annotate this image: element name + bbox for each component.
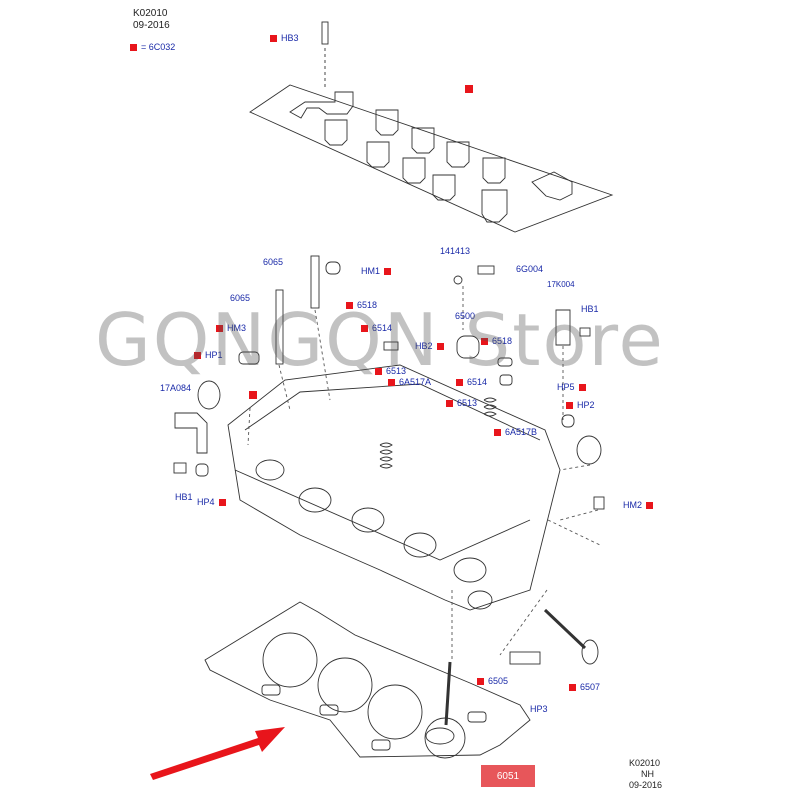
callout-hp3[interactable]: HP3 xyxy=(530,704,548,714)
callout-hm2[interactable]: HM2 xyxy=(623,500,654,510)
red-marker-icon xyxy=(578,383,586,391)
callout-hp4[interactable]: HP4 xyxy=(197,497,226,507)
red-marker-icon xyxy=(216,324,223,332)
callout-6a517b[interactable]: 6A517B xyxy=(494,427,537,437)
part-6g004 xyxy=(477,265,495,275)
part-hm1 xyxy=(325,261,341,275)
spring-6513 xyxy=(379,442,393,469)
diagram-code: K02010 xyxy=(133,8,168,19)
bolt-hb3 xyxy=(321,21,329,45)
part-hb2 xyxy=(383,341,399,351)
callout-17a084[interactable]: 17A084 xyxy=(160,383,192,393)
callout-6513-left[interactable]: 6513 xyxy=(375,366,406,376)
callout-6507[interactable]: 6507 xyxy=(569,682,600,692)
red-arrow-icon xyxy=(150,727,285,780)
diagram-date: 09-2016 xyxy=(133,20,170,31)
callout-141413[interactable]: 141413 xyxy=(440,246,471,256)
callout-6518-right[interactable]: 6518 xyxy=(481,336,512,346)
red-marker-icon xyxy=(375,367,382,375)
red-marker-icon xyxy=(388,378,395,386)
callout-hp1[interactable]: HP1 xyxy=(194,350,223,360)
callout-6500[interactable]: 6500 xyxy=(455,311,476,321)
part-hm2 xyxy=(593,496,605,510)
callout-hp2[interactable]: HP2 xyxy=(566,400,595,410)
store-watermark: GQNGQN Store xyxy=(95,298,665,382)
highlighted-part-6051[interactable]: 6051 xyxy=(481,765,535,787)
footer-date: 09-2016 xyxy=(629,780,663,790)
red-marker-icon xyxy=(130,43,137,51)
part-hb1-right xyxy=(579,327,591,337)
legend-text: = 6C032 xyxy=(141,42,176,52)
callout-6505[interactable]: 6505 xyxy=(477,676,508,686)
header: K02010 09-2016 xyxy=(133,8,170,32)
legend: = 6C032 xyxy=(130,42,175,52)
part-6514-right xyxy=(499,374,513,386)
head-gasket-6051 xyxy=(204,601,531,758)
callout-6g004[interactable]: 6G004 xyxy=(516,264,544,274)
footer-code: K02010 xyxy=(629,758,661,768)
red-marker-icon xyxy=(361,324,368,332)
red-marker-icon xyxy=(569,683,576,691)
callout-hb2[interactable]: HB2 xyxy=(415,341,444,351)
part-17k004 xyxy=(555,309,571,346)
red-marker-icon xyxy=(494,428,501,436)
red-marker-icon xyxy=(346,301,353,309)
red-marker-icon xyxy=(218,498,226,506)
bolt-6065-a xyxy=(310,255,320,309)
callout-hb1-right[interactable]: HB1 xyxy=(581,304,599,314)
callout-6a517a[interactable]: 6A517A xyxy=(388,377,431,387)
part-hp2 xyxy=(561,414,575,428)
head-marker xyxy=(249,391,257,399)
part-17a084 xyxy=(174,412,208,454)
valve-6505 xyxy=(425,727,455,745)
callout-hb1-left[interactable]: HB1 xyxy=(175,492,193,502)
red-marker-icon xyxy=(477,677,484,685)
part-hp4 xyxy=(195,463,209,477)
red-marker-icon xyxy=(566,401,573,409)
part-6518-right xyxy=(497,357,513,367)
red-marker-icon xyxy=(270,34,277,42)
callout-hb3[interactable]: HB3 xyxy=(270,33,299,43)
callout-6065-lower[interactable]: 6065 xyxy=(230,293,251,303)
part-hb1 xyxy=(173,462,187,474)
red-marker-icon xyxy=(384,267,392,275)
callout-6514-left[interactable]: 6514 xyxy=(361,323,392,333)
cylinder-head xyxy=(227,364,561,611)
part-hp3 xyxy=(509,651,541,665)
part-6500 xyxy=(456,335,480,359)
bolt-6065-b xyxy=(275,289,284,365)
red-marker-icon xyxy=(446,399,453,407)
part-hm3 xyxy=(238,351,260,365)
red-marker-icon xyxy=(646,501,654,509)
callout-hm1[interactable]: HM1 xyxy=(361,266,392,276)
valve-6507 xyxy=(581,639,599,665)
part-hp1 xyxy=(197,380,221,410)
red-marker-icon xyxy=(436,342,444,350)
callout-6518-left[interactable]: 6518 xyxy=(346,300,377,310)
callout-6513-right[interactable]: 6513 xyxy=(446,398,477,408)
red-marker-icon xyxy=(481,337,488,345)
callout-6065-top[interactable]: 6065 xyxy=(263,257,284,267)
cap-tray-outline xyxy=(249,84,614,233)
part-hp5-cup xyxy=(576,435,602,465)
callout-hm3[interactable]: HM3 xyxy=(216,323,246,333)
callout-6514-right[interactable]: 6514 xyxy=(456,377,487,387)
callout-17k004[interactable]: 17K004 xyxy=(547,280,575,289)
cap-set-marker xyxy=(465,85,473,93)
red-marker-icon xyxy=(194,351,201,359)
spring-6513-right xyxy=(483,397,497,417)
footer: K02010 NH 09-2016 xyxy=(629,758,662,791)
part-141413 xyxy=(453,275,463,285)
callout-hp5[interactable]: HP5 xyxy=(557,382,586,392)
red-marker-icon xyxy=(456,378,463,386)
cam-caps xyxy=(289,91,573,223)
footer-region: NH xyxy=(641,769,654,779)
